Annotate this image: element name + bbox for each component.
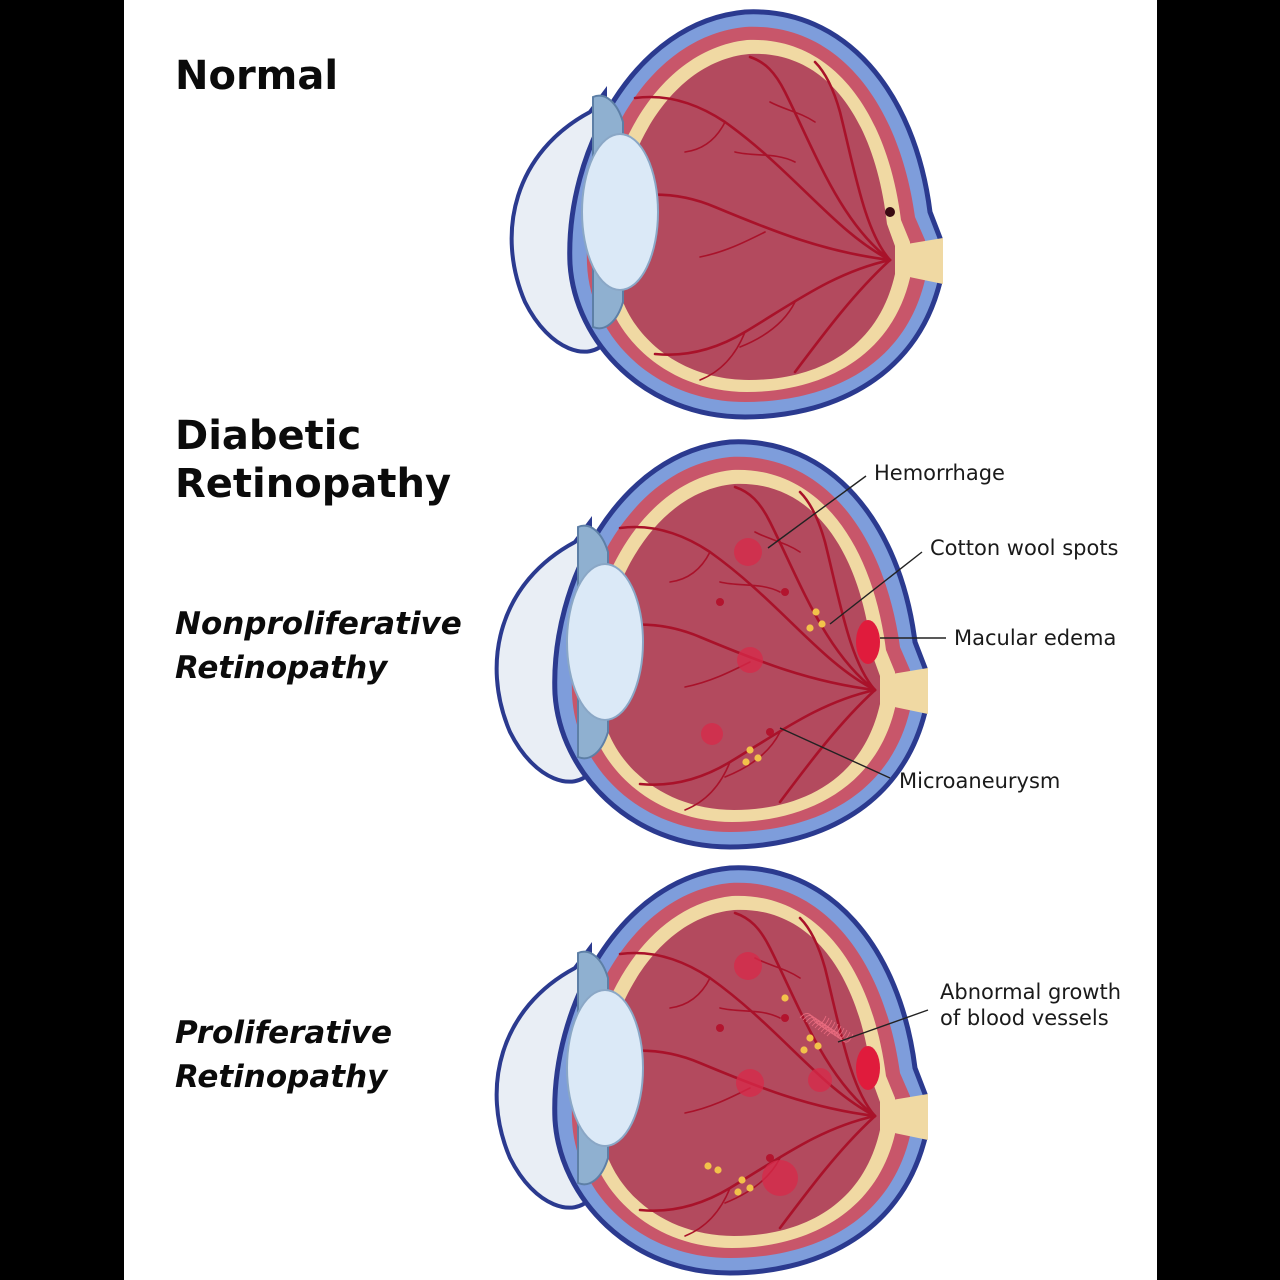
hemorrhage-spot — [734, 952, 762, 980]
vitreous-body — [614, 53, 895, 380]
label-nonproliferative: Nonproliferative Retinopathy — [175, 602, 462, 690]
blood-vessel — [813, 60, 892, 262]
label-normal: Normal — [175, 53, 339, 99]
microaneurysm — [766, 728, 774, 736]
callout-abnormal-growth-line1: Abnormal growth — [940, 980, 1122, 1004]
exudate-spot — [806, 624, 814, 632]
label-diabetic-line1: Diabetic — [175, 413, 362, 459]
blood-vessel — [638, 1114, 877, 1212]
blood-vessel — [633, 95, 892, 262]
blood-vessel — [769, 101, 816, 123]
hemorrhage-spot — [737, 647, 763, 673]
blood-vessel — [798, 916, 877, 1118]
blood-vessel — [669, 551, 711, 583]
blood-vessel — [699, 231, 766, 258]
optic-nerve — [880, 1094, 928, 1140]
blood-vessel — [733, 485, 877, 692]
label-proliferative-line2: Retinopathy — [175, 1059, 388, 1096]
macular-edema — [856, 1046, 880, 1090]
blood-vessel — [719, 581, 781, 593]
vitreous-body — [599, 909, 880, 1236]
exudate-spot — [818, 620, 826, 628]
fovea — [885, 207, 895, 217]
exudate-spot — [704, 1162, 712, 1170]
label-diabetic-line2: Retinopathy — [175, 461, 452, 507]
microaneurysm — [716, 1024, 724, 1032]
hemorrhage-spot — [701, 723, 723, 745]
blood-vessel — [778, 1114, 877, 1230]
eye-body — [494, 439, 928, 850]
hemorrhage-spot — [808, 1068, 832, 1092]
exudate-spot — [800, 1046, 808, 1054]
blood-vessel — [719, 1007, 781, 1019]
hemorrhage-spot — [736, 1069, 764, 1097]
exudate-spot — [812, 608, 820, 616]
blood-vessel — [684, 1187, 731, 1237]
label-proliferative-line1: Proliferative — [175, 1015, 392, 1051]
blood-vessel — [734, 151, 796, 163]
blood-vessel — [669, 977, 711, 1009]
exudate-spot — [714, 1166, 722, 1174]
blood-vessel — [684, 761, 731, 811]
blood-vessel — [618, 525, 877, 692]
blood-vessel — [684, 121, 726, 153]
exudate-spot — [738, 1176, 746, 1184]
callout-abnormal-growth: Abnormal growth of blood vessels — [940, 979, 1121, 1032]
blood-vessel — [748, 55, 892, 262]
eye-proliferative-illustration — [494, 865, 928, 1276]
blood-vessel — [733, 911, 877, 1118]
eye-nonproliferative-illustration — [494, 439, 928, 850]
label-proliferative: Proliferative Retinopathy — [175, 1011, 392, 1099]
lens — [581, 133, 659, 291]
lens — [566, 563, 644, 721]
exudate-spot — [746, 1184, 754, 1192]
macular-edema — [856, 620, 880, 664]
microaneurysm — [716, 598, 724, 606]
callout-macular-edema: Macular edema — [954, 626, 1117, 650]
blood-vessel — [618, 951, 877, 1118]
lens — [566, 989, 644, 1147]
hemorrhage-spot — [734, 538, 762, 566]
microaneurysm — [766, 1154, 774, 1162]
callout-hemorrhage: Hemorrhage — [874, 461, 1005, 485]
optic-nerve — [880, 668, 928, 714]
microaneurysm — [781, 1014, 789, 1022]
exudate-spot — [754, 754, 762, 762]
blood-vessel — [793, 258, 892, 374]
blood-vessel — [699, 331, 746, 381]
optic-nerve — [895, 238, 943, 284]
label-diabetic: Diabetic Retinopathy — [175, 412, 451, 508]
exudate-spot — [781, 994, 789, 1002]
exudate-spot — [734, 1188, 742, 1196]
hemorrhage-spot — [762, 1160, 798, 1196]
eye-body — [494, 865, 928, 1276]
blood-vessel — [638, 688, 877, 786]
exudate-spot — [814, 1042, 822, 1050]
microaneurysm — [781, 588, 789, 596]
label-nonproliferative-line1: Nonproliferative — [175, 606, 462, 642]
label-nonproliferative-line2: Retinopathy — [175, 650, 388, 687]
blood-vessel — [739, 301, 796, 348]
eye-body — [509, 9, 943, 420]
retinal-vessels — [608, 911, 877, 1237]
callout-cotton-wool-spots: Cotton wool spots — [930, 536, 1119, 560]
callout-abnormal-growth-line2: of blood vessels — [940, 1006, 1109, 1031]
eye-normal-illustration — [509, 9, 943, 420]
exudate-spot — [806, 1034, 814, 1042]
blood-vessel — [653, 258, 892, 356]
exudate-spot — [746, 746, 754, 754]
callout-microaneurysm: Microaneurysm — [899, 769, 1061, 793]
exudate-spot — [742, 758, 750, 766]
